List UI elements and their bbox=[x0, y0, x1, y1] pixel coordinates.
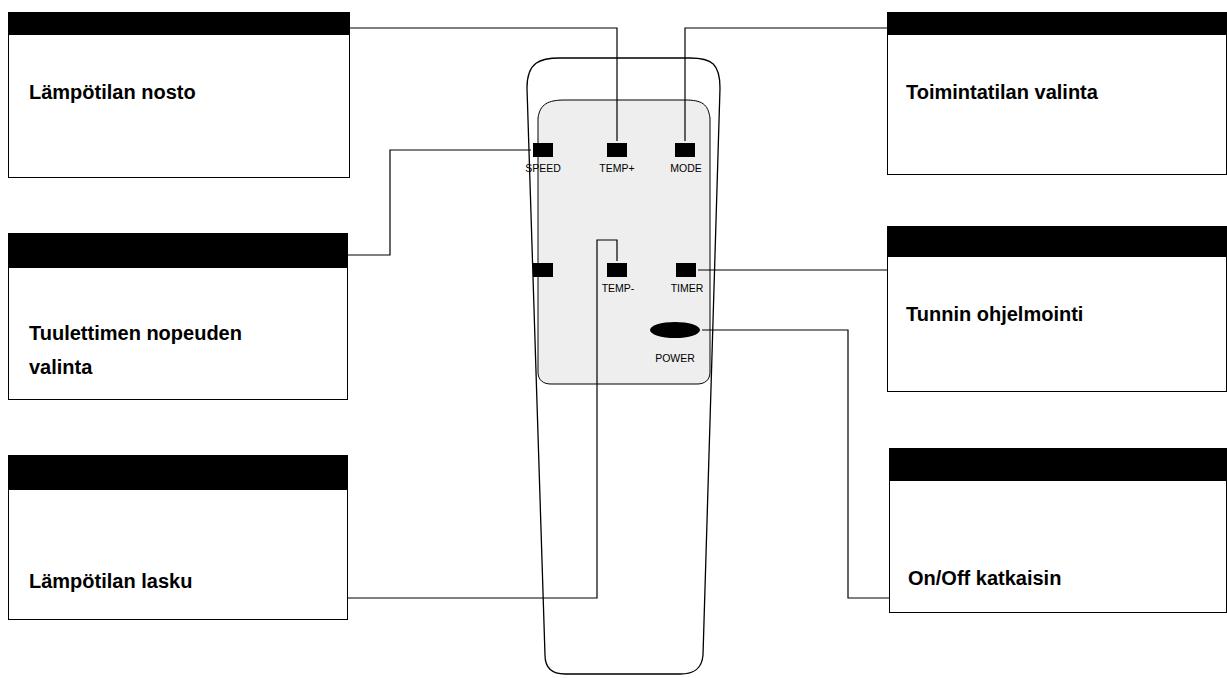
header-band bbox=[9, 456, 347, 490]
callout-text: Lämpötilan lasku bbox=[29, 564, 339, 598]
header-band bbox=[888, 13, 1226, 35]
leader-line bbox=[685, 28, 887, 141]
callout-box: Lämpötilan lasku bbox=[8, 455, 348, 620]
callout-text: On/Off katkaisin bbox=[908, 561, 1218, 595]
power-button bbox=[650, 322, 700, 338]
remote-body bbox=[527, 58, 720, 674]
button-label: TEMP+ bbox=[599, 162, 634, 174]
header-band bbox=[9, 234, 347, 268]
callout-text: Tuulettimen nopeuden valinta bbox=[29, 316, 279, 384]
button-label: MODE bbox=[670, 162, 702, 174]
callout-box: Toimintatilan valinta bbox=[887, 12, 1227, 175]
header-band bbox=[9, 13, 349, 35]
leader-line bbox=[350, 28, 617, 141]
callout-box: On/Off katkaisin bbox=[889, 448, 1227, 613]
timer-button bbox=[676, 263, 696, 277]
speed-button bbox=[533, 143, 553, 157]
blank-button bbox=[533, 263, 553, 277]
header-band bbox=[888, 227, 1226, 257]
callout-box: Lämpötilan nosto bbox=[8, 12, 350, 178]
callout-text: Lämpötilan nosto bbox=[29, 75, 339, 109]
temp-up-button bbox=[607, 143, 627, 157]
leader-line bbox=[347, 150, 531, 255]
button-panel bbox=[538, 100, 710, 384]
leader-line bbox=[702, 330, 889, 598]
callout-box: Tunnin ohjelmointi bbox=[887, 226, 1227, 392]
header-band bbox=[890, 449, 1226, 481]
button-label: TEMP- bbox=[602, 282, 635, 294]
button-label: TIMER bbox=[671, 282, 704, 294]
callout-text: Toimintatilan valinta bbox=[906, 75, 1216, 109]
leader-line bbox=[698, 269, 887, 270]
button-label: SPEED bbox=[525, 162, 561, 174]
leader-line bbox=[347, 240, 617, 598]
temp-down-button bbox=[607, 263, 627, 277]
mode-button bbox=[675, 143, 695, 157]
callout-text: Tunnin ohjelmointi bbox=[906, 297, 1216, 331]
callout-box: Tuulettimen nopeuden valinta bbox=[8, 233, 348, 400]
button-label: POWER bbox=[655, 352, 695, 364]
